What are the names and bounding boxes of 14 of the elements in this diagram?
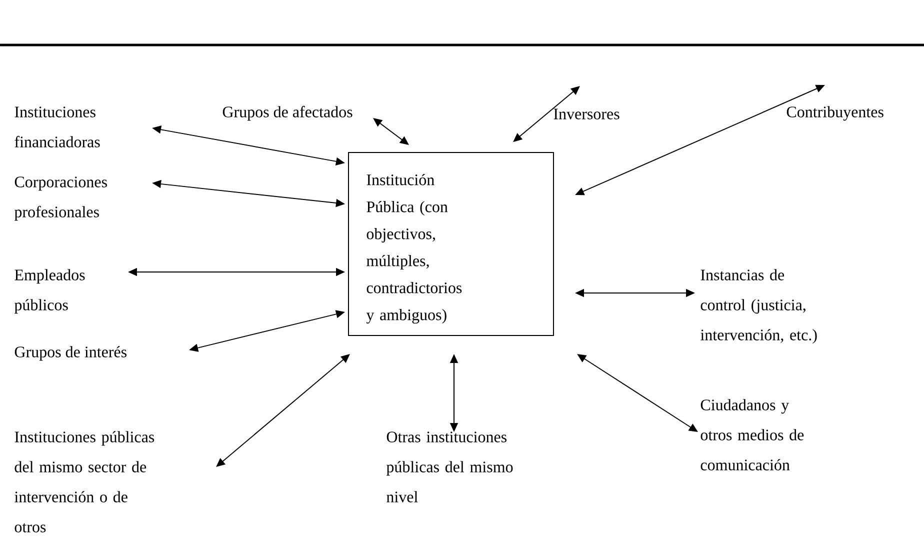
double-arrow bbox=[513, 86, 580, 142]
stakeholder-label: Instancias de control (justicia, intervención, etc.) bbox=[700, 269, 817, 344]
stakeholder-label: Instituciones financiadoras bbox=[14, 106, 100, 148]
stakeholder-label: Inversores bbox=[554, 108, 620, 120]
stakeholder-label: Corporaciones profesionales bbox=[14, 176, 107, 221]
stakeholder-label: Grupos de interés bbox=[14, 346, 126, 361]
stakeholder-label: Ciudadanos y otros medios de comunicación bbox=[700, 399, 804, 470]
stakeholder-label: Grupos de afectados bbox=[222, 106, 352, 121]
process-box: Institución Pública (con objectivos, múltiples, contradictorios y ambiguos) bbox=[348, 152, 554, 336]
stakeholder-label: Contribuyentes bbox=[786, 106, 884, 121]
stakeholder-label: Otras instituciones públicas del mismo nivel bbox=[386, 432, 513, 502]
stakeholder-label: Empleados públicos bbox=[14, 269, 85, 314]
stakeholder-label: Instituciones públicas del mismo sector de intervención o de otros bbox=[14, 431, 154, 532]
double-arrow bbox=[216, 354, 350, 467]
